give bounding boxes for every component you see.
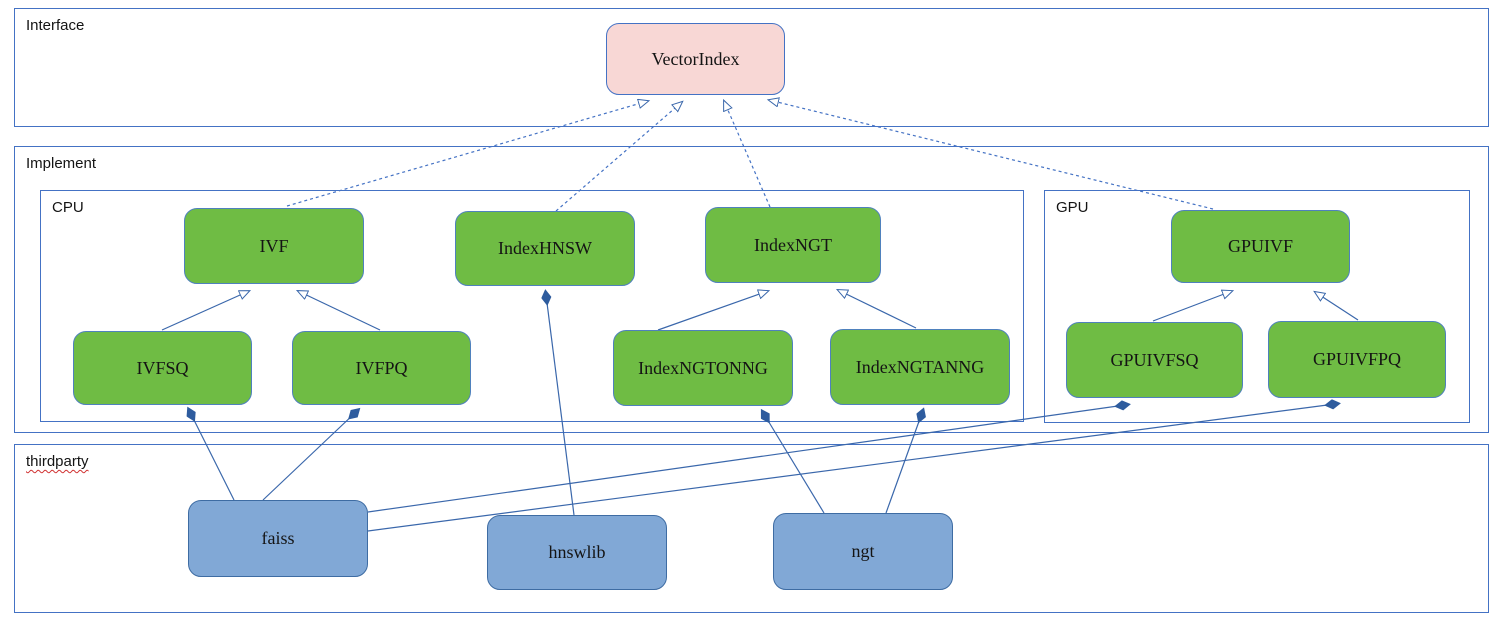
node-faiss: faiss <box>188 500 368 577</box>
node-gpuivf-label: GPUIVF <box>1227 236 1293 256</box>
section-cpu-label: CPU <box>52 199 84 216</box>
section-implement: Implement <box>14 146 1489 433</box>
node-indexngtonng: IndexNGTONNG <box>613 330 793 406</box>
edge-gpuivf-to-vectorindex <box>769 100 1214 210</box>
node-hnswlib-label: hnswlib <box>548 542 606 562</box>
edge-ivf-to-vectorindex <box>286 101 648 207</box>
edge-ngt-to-indexngtanng <box>885 413 922 514</box>
edge-indexngtanng-to-indexngt <box>838 290 917 329</box>
edge-indexhnsw-to-vectorindex <box>555 102 682 212</box>
edge-ngt-to-indexngtonng <box>764 414 825 514</box>
node-ivfsq-label: IVFSQ <box>136 357 189 378</box>
edge-hnswlib-to-indexhnsw <box>546 295 575 516</box>
node-vectorindex: VectorIndex <box>606 23 785 95</box>
node-ivfpq: IVFPQ <box>292 331 471 405</box>
node-gpuivfpq: GPUIVFPQ <box>1268 321 1446 398</box>
node-ngt-label: ngt <box>851 541 875 561</box>
edge-faiss-to-gpuivfpq <box>367 404 1335 532</box>
node-indexngtonng-label: IndexNGTONNG <box>638 357 768 378</box>
section-interface: Interface <box>14 8 1489 127</box>
node-indexngt: IndexNGT <box>705 207 881 283</box>
section-thirdparty: thirdparty <box>14 444 1489 613</box>
edge-faiss-to-ivfpq <box>262 412 356 501</box>
node-ivfpq-label: IVFPQ <box>355 357 408 378</box>
edge-faiss-to-gpuivfsq <box>367 405 1125 513</box>
node-ivfsq: IVFSQ <box>73 331 252 405</box>
edge-gpuivfsq-to-gpuivf <box>1152 291 1232 322</box>
node-ivf-label: IVF <box>259 235 289 256</box>
section-gpu-label: GPU <box>1056 199 1089 216</box>
section-cpu: CPU <box>40 190 1024 422</box>
section-gpu: GPU <box>1044 190 1470 423</box>
edge-ivfpq-to-ivf <box>298 291 381 331</box>
section-interface-label: Interface <box>26 17 85 34</box>
node-ivf: IVF <box>184 208 364 284</box>
edge-indexngtonng-to-indexngt <box>657 291 768 331</box>
node-gpuivfpq-label: GPUIVFPQ <box>1312 349 1402 369</box>
node-indexngtanng: IndexNGTANNG <box>830 329 1010 405</box>
node-indexhnsw-label: IndexHNSW <box>498 238 592 258</box>
node-faiss-label: faiss <box>261 528 295 548</box>
edge-gpuivfpq-to-gpuivf <box>1315 292 1359 321</box>
edge-faiss-to-ivfsq <box>190 412 235 501</box>
node-gpuivfsq-label: GPUIVFSQ <box>1110 349 1199 370</box>
node-indexhnsw: IndexHNSW <box>455 211 635 286</box>
node-indexngtanng-label: IndexNGTANNG <box>855 356 985 377</box>
node-indexngt-label: IndexNGT <box>754 234 832 255</box>
section-implement-label: Implement <box>26 155 97 172</box>
edge-ivfsq-to-ivf <box>161 291 249 331</box>
node-ngt: ngt <box>773 513 953 590</box>
section-thirdparty-label: thirdparty <box>26 453 89 470</box>
node-gpuivf: GPUIVF <box>1171 210 1350 283</box>
node-gpuivfsq: GPUIVFSQ <box>1066 322 1243 398</box>
edge-indexngt-to-vectorindex <box>724 101 771 208</box>
node-hnswlib: hnswlib <box>487 515 667 590</box>
node-vectorindex-label: VectorIndex <box>651 48 740 69</box>
